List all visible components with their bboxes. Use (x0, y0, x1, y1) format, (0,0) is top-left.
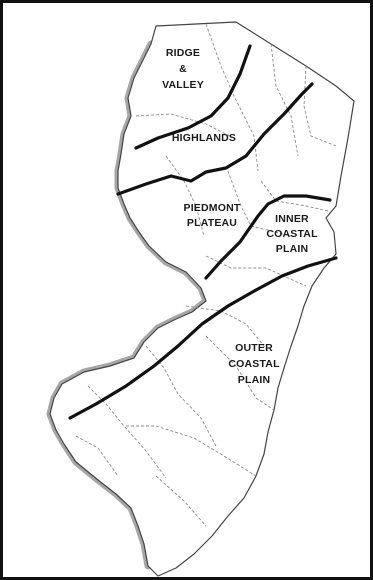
region-label-inner-coastal: INNER COASTAL PLAIN (266, 213, 318, 255)
region-label-line: INNER (275, 213, 309, 225)
boundary-highlands-piedmont (116, 82, 314, 196)
boundary-piedmont-inner (204, 194, 332, 280)
region-label-line: COASTAL (266, 228, 318, 240)
region-label-ridge-valley: RIDGE & VALLEY (162, 47, 204, 91)
county-borders (75, 23, 337, 527)
region-label-line: HIGHLANDS (172, 132, 236, 144)
region-label-line: OUTER (235, 342, 273, 354)
state-outline (49, 21, 355, 577)
region-label-highlands: HIGHLANDS (172, 132, 236, 144)
region-label-line: PIEDMONT (183, 202, 240, 214)
region-label-outer-coastal: OUTER COASTAL PLAIN (228, 342, 280, 386)
region-labels: RIDGE & VALLEY HIGHLANDS PIEDMONT PLATEAU INNE… (162, 47, 318, 386)
boundary-inner-outer (68, 256, 338, 420)
region-label-line: PLAIN (238, 374, 271, 386)
new-jersey-physiographic-map: RIDGE & VALLEY HIGHLANDS PIEDMONT PLATEAU INNE… (46, 21, 355, 577)
region-boundaries (68, 44, 338, 420)
region-label-line: PLATEAU (187, 217, 237, 229)
region-label-piedmont: PIEDMONT PLATEAU (183, 202, 240, 229)
region-label-line: PLAIN (276, 243, 309, 255)
region-label-line: VALLEY (162, 79, 204, 91)
region-label-line: COASTAL (228, 358, 280, 370)
region-label-line: RIDGE (166, 47, 200, 59)
boundary-ridge-highlands (134, 44, 252, 150)
region-label-line: & (179, 63, 187, 75)
